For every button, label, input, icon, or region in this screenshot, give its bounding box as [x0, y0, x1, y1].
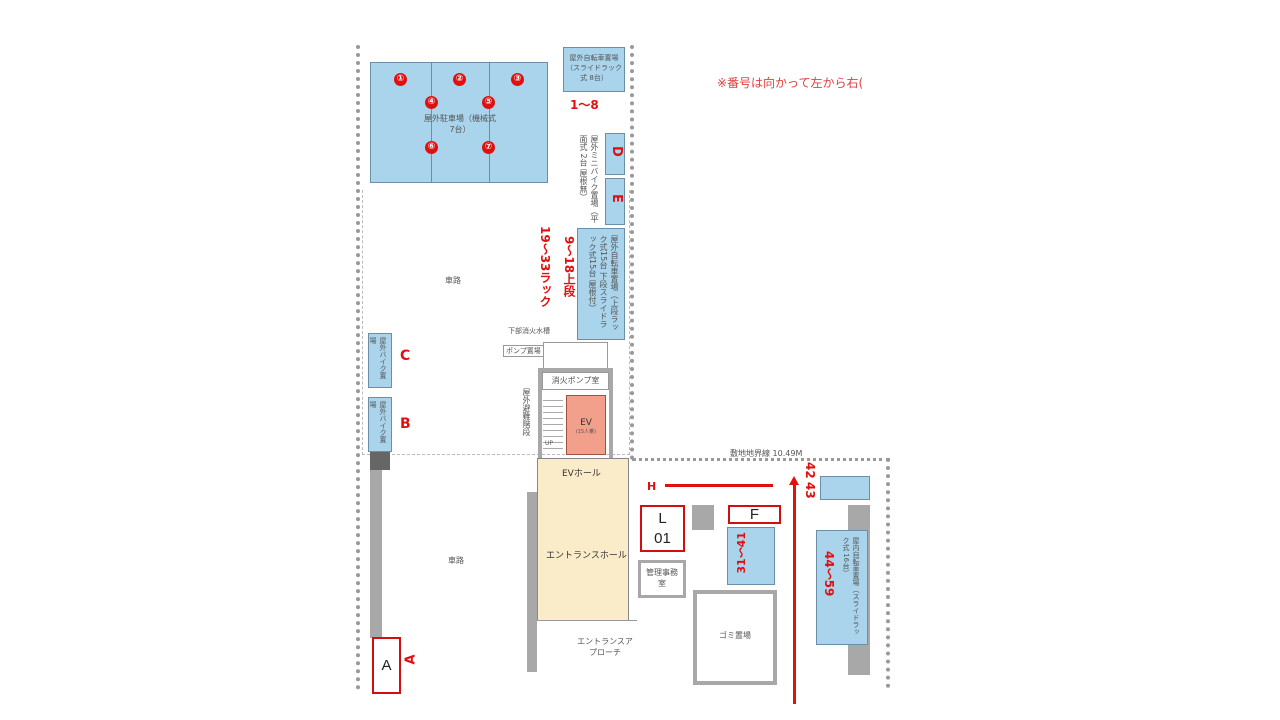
pump-area-label: ポンプ置場 — [503, 345, 544, 357]
lot-outline — [362, 190, 630, 455]
parking-spot-5: ⑤ — [482, 96, 495, 109]
parking-spot-1: ① — [394, 73, 407, 86]
parking-area: 屋外駐車場（機械式 7台） ① ② ③ ④ ⑤ ⑥ ⑦ — [370, 62, 548, 183]
ev-hall-label: EVホール — [562, 469, 601, 479]
elevator: EV (15人乗) — [566, 395, 606, 455]
stairs — [543, 395, 563, 450]
column-mid — [692, 505, 714, 530]
boundary-label: 敷地地界線 10.49M — [730, 449, 803, 458]
bike-range-1-8: 1～8 — [570, 98, 599, 112]
bike-rack-top: 屋外自転車置場（スライドラック式 8台） — [563, 47, 625, 92]
entrance-hall-label: エントランスホール — [546, 551, 627, 561]
small-bike-box — [820, 476, 870, 500]
parking-spot-6: ⑥ — [425, 141, 438, 154]
approach-area — [537, 620, 637, 672]
marker-43: 43 — [803, 482, 817, 499]
column — [370, 452, 390, 470]
office: 管理事務室 — [638, 560, 686, 598]
marker-b: B — [400, 416, 411, 432]
mini-bike-d: D — [605, 133, 625, 175]
approach-label: エントランスアプローチ — [577, 637, 633, 657]
marker-c: C — [400, 348, 411, 364]
bike-range-19-33: 19～33ラック — [538, 226, 552, 308]
parking-spot-4: ④ — [425, 96, 438, 109]
marker-h: H — [647, 480, 657, 493]
parking-spot-7: ⑦ — [482, 141, 495, 154]
label-f: F — [728, 505, 781, 524]
red-arrow-vertical — [793, 484, 796, 704]
bike-area-31-41: 31～41 — [727, 527, 775, 585]
marker-42: 42 — [803, 462, 817, 479]
bike-range-9-18: 9～18上段 — [562, 236, 576, 298]
parking-label: 屋外駐車場（機械式 7台） — [424, 114, 496, 134]
garbage-room: ゴミ置場 — [693, 590, 777, 685]
parking-spot-3: ③ — [511, 73, 524, 86]
parking-spot-2: ② — [453, 73, 466, 86]
bike-area-b: 屋外バイク置場 — [368, 397, 392, 452]
label-a: A — [372, 637, 401, 694]
stairs-up-label: UP — [545, 440, 554, 447]
wall-left-lower — [370, 455, 382, 638]
site-wall-right — [886, 458, 890, 688]
red-arrow-horizontal — [665, 484, 773, 487]
lower-tank-label: 下部消火水槽 — [508, 327, 550, 335]
site-wall-mid — [630, 45, 634, 460]
site-boundary-line — [632, 458, 890, 461]
marker-a: A — [403, 654, 419, 665]
outdoor-stairs-label: 屋外避難階段 — [522, 388, 531, 436]
roadway-label-upper: 車路 — [445, 276, 461, 285]
mini-bike-e: E — [605, 178, 625, 225]
mini-bike-label: 屋外ミニバイク置場（平面式 2台 屋根無） — [579, 135, 599, 223]
bike-rack-mid: 屋外自転車置場（上段ラック式15台 下段スライドラック式15台 屋根付） — [577, 228, 625, 340]
fire-pump-room: 消火ポンプ室 — [542, 372, 609, 390]
building-wall-left — [527, 492, 537, 672]
pump-shaft — [543, 342, 608, 369]
arrow-head — [789, 476, 799, 485]
bike-area-44-59: 44～59 屋内自転車置場（スライドラック式 16台） — [816, 530, 868, 645]
roadway-label-lower: 車路 — [448, 556, 464, 565]
note-text: ※番号は向かって左から右( — [717, 76, 864, 90]
bike-area-c: 屋外バイク置場 — [368, 333, 392, 388]
site-wall-left — [356, 45, 360, 690]
